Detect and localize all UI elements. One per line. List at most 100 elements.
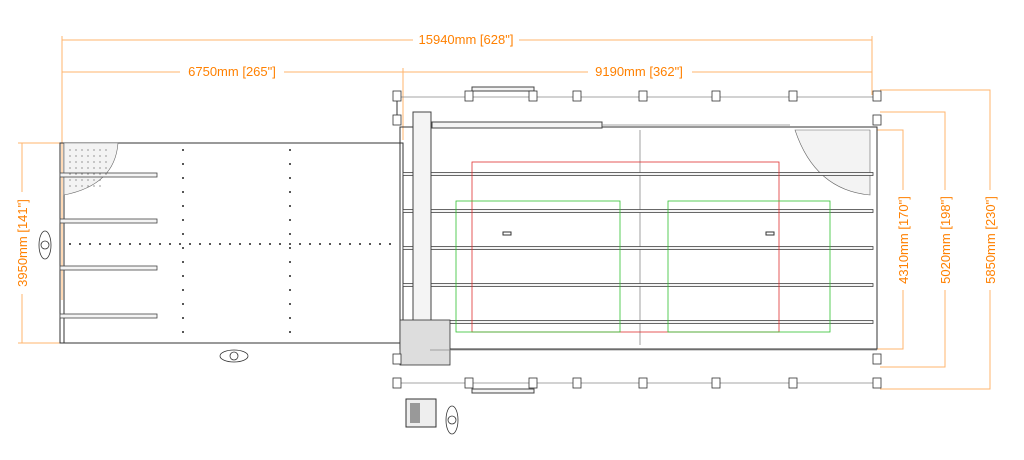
- air-hole: [289, 289, 291, 291]
- rail-post: [788, 90, 798, 102]
- air-hole: [89, 243, 91, 245]
- air-hole: [93, 179, 95, 181]
- rail-post: [392, 114, 402, 126]
- air-hole: [93, 173, 95, 175]
- air-hole: [75, 161, 77, 163]
- air-hole: [182, 261, 184, 263]
- air-hole: [189, 243, 191, 245]
- air-hole: [179, 243, 181, 245]
- air-hole: [209, 243, 211, 245]
- air-hole: [339, 243, 341, 245]
- support-bar: [59, 218, 158, 224]
- air-hole: [93, 167, 95, 169]
- air-hole: [269, 243, 271, 245]
- air-hole: [99, 179, 101, 181]
- table-rail: [402, 246, 874, 250]
- air-hole: [69, 243, 71, 245]
- cutting-width-outer-label: 5850mm [230"]: [983, 196, 998, 284]
- air-hole: [299, 243, 301, 245]
- air-hole: [182, 205, 184, 207]
- air-hole: [87, 155, 89, 157]
- air-hole: [289, 205, 291, 207]
- air-hole: [182, 219, 184, 221]
- air-hole: [329, 243, 331, 245]
- air-hole: [182, 247, 184, 249]
- support-bar: [59, 265, 158, 271]
- air-hole: [99, 155, 101, 157]
- loading-table-width-label: 3950mm [141"]: [15, 199, 30, 287]
- rail-post: [638, 90, 648, 102]
- air-hole: [75, 149, 77, 151]
- air-hole: [69, 161, 71, 163]
- air-hole: [81, 167, 83, 169]
- air-hole: [81, 161, 83, 163]
- air-hole: [182, 303, 184, 305]
- air-hole: [319, 243, 321, 245]
- air-hole: [87, 179, 89, 181]
- table-rail: [402, 320, 874, 324]
- air-hole: [289, 247, 291, 249]
- air-hole: [182, 149, 184, 151]
- cutting-width-mid-label: 5020mm [198"]: [938, 196, 953, 284]
- air-hole: [289, 233, 291, 235]
- overall-length-label: 15940mm [628"]: [419, 32, 514, 47]
- rail-post: [464, 377, 474, 389]
- cutting-table-length-label: 9190mm [362"]: [595, 64, 683, 79]
- operator-head: [229, 351, 239, 361]
- air-hole: [105, 149, 107, 151]
- rail-post: [872, 353, 882, 365]
- air-hole: [105, 155, 107, 157]
- air-hole: [259, 243, 261, 245]
- air-hole: [289, 331, 291, 333]
- air-hole: [81, 185, 83, 187]
- air-hole: [389, 243, 391, 245]
- air-hole: [182, 275, 184, 277]
- table-rail: [402, 209, 874, 213]
- guide-rails: [392, 86, 882, 394]
- rail-post: [392, 377, 402, 389]
- air-hole: [93, 155, 95, 157]
- air-hole: [249, 243, 251, 245]
- air-hole: [289, 303, 291, 305]
- air-hole: [279, 243, 281, 245]
- operator-icon: [38, 230, 52, 260]
- air-hole: [99, 149, 101, 151]
- support-bar: [59, 172, 158, 178]
- air-hole: [289, 163, 291, 165]
- rail-post: [711, 377, 721, 389]
- air-hole: [239, 243, 241, 245]
- dimension-left-width: 3950mm [141"]: [14, 142, 60, 344]
- table-rail: [402, 172, 874, 176]
- air-hole: [289, 275, 291, 277]
- operator-head: [447, 415, 457, 425]
- work-area-green-left: [455, 200, 621, 333]
- air-hole: [87, 173, 89, 175]
- rail-post: [528, 377, 538, 389]
- rail-post: [464, 90, 474, 102]
- air-hole: [69, 167, 71, 169]
- air-hole: [109, 243, 111, 245]
- air-hole: [81, 155, 83, 157]
- table-rail: [402, 283, 874, 287]
- air-hole: [379, 243, 381, 245]
- loading-table-length-label: 6750mm [265"]: [188, 64, 276, 79]
- cutting-width-inner-label: 4310mm [170"]: [896, 196, 911, 284]
- air-hole: [93, 149, 95, 151]
- rail-post: [872, 114, 882, 126]
- air-hole: [87, 185, 89, 187]
- rail-post: [572, 90, 582, 102]
- air-hole: [69, 149, 71, 151]
- dimension-right-widths: 4310mm [170"] 5020mm [198"] 5850mm [230"…: [877, 89, 998, 390]
- air-hole: [129, 243, 131, 245]
- air-hole: [182, 163, 184, 165]
- air-hole: [99, 167, 101, 169]
- air-hole: [309, 243, 311, 245]
- air-hole: [99, 243, 101, 245]
- air-hole: [105, 173, 107, 175]
- air-hole: [349, 243, 351, 245]
- rail-post: [711, 90, 721, 102]
- air-hole: [359, 243, 361, 245]
- air-hole: [369, 243, 371, 245]
- cutting-head: [399, 319, 451, 366]
